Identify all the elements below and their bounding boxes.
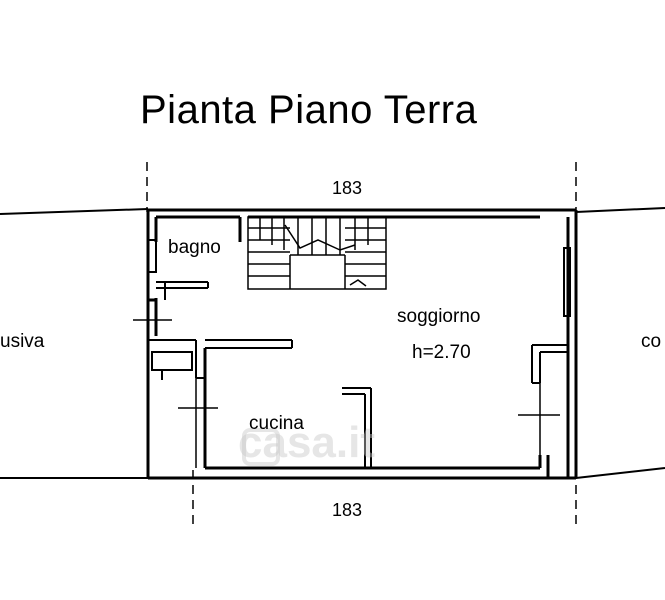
- watermark-text: casa.it: [238, 418, 375, 467]
- right-boundary-bottom: [575, 467, 665, 479]
- staircase: [247, 216, 387, 290]
- neighbor-label-left: usiva: [0, 331, 45, 352]
- dimension-bottom: 183: [332, 500, 363, 520]
- watermark-badge-icon: [242, 428, 280, 466]
- room-height-label: h=2.70: [412, 342, 471, 363]
- room-label-bagno: bagno: [168, 237, 221, 258]
- room-label-soggiorno: soggiorno: [397, 306, 481, 327]
- plan-title: Pianta Piano Terra: [140, 88, 478, 132]
- right-wall-details: [531, 247, 571, 384]
- room-label-cucina: cucina: [249, 413, 304, 434]
- kitchen-partition: [148, 339, 372, 468]
- dimension-top: 183: [332, 178, 363, 198]
- neighbor-label-right: co: [641, 331, 662, 352]
- bathroom-walls: [147, 239, 209, 300]
- right-boundary-top: [575, 207, 665, 213]
- opening-markers: [133, 310, 560, 478]
- left-boundary-top: [0, 208, 149, 215]
